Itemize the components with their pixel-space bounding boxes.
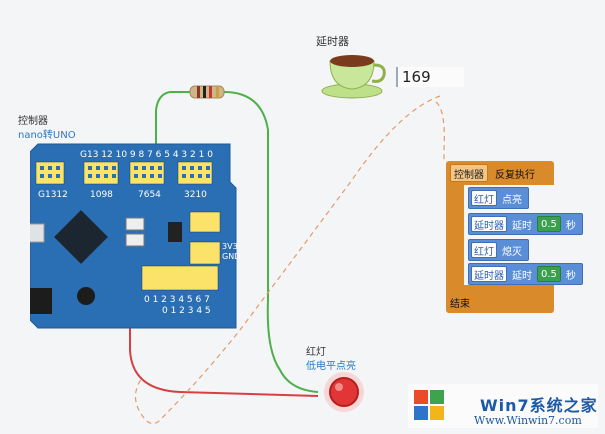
loop-end-label: 结束	[450, 299, 470, 310]
led-chip[interactable]: 红灯	[471, 242, 497, 258]
timer-chip[interactable]: 延时器	[471, 266, 507, 282]
watermark-url: Www.Winwin7.com	[474, 414, 582, 427]
delay-label: 延时	[512, 270, 532, 282]
controller-title: 控制器	[18, 116, 48, 127]
delay-unit: 秒	[565, 270, 576, 282]
delay-label: 延时	[512, 220, 532, 232]
led-on-label: 点亮	[502, 194, 522, 206]
repeat-label: 反复执行	[495, 169, 535, 181]
controller-board[interactable]	[30, 142, 242, 332]
controller-chip[interactable]: 控制器	[450, 164, 488, 182]
power-3v3-label: 3V3	[222, 242, 238, 251]
watermark-title: Win7系统之家	[480, 396, 598, 415]
block-led-off[interactable]: 红灯 熄灭	[468, 239, 529, 261]
delay-value-input[interactable]: 0.5	[537, 266, 561, 282]
block-delay-1[interactable]: 延时器 延时 0.5 秒	[468, 213, 583, 235]
block-delay-2[interactable]: 延时器 延时 0.5 秒	[468, 263, 583, 285]
pin-labels-group4: 3210	[184, 190, 207, 200]
analog-labels-bottom: 0 1 2 3 4 5	[162, 306, 211, 316]
pin-labels-group2: 1098	[90, 190, 113, 200]
power-gnd-label: GND	[222, 252, 241, 261]
delay-unit: 秒	[565, 220, 576, 232]
led-off-label: 熄灭	[502, 246, 522, 258]
analog-labels-top: 0 1 2 3 4 5 6 7	[144, 295, 210, 305]
red-led-icon[interactable]	[318, 366, 370, 418]
pin-labels-group1: G1312	[38, 190, 68, 200]
led-title: 红灯	[306, 347, 326, 358]
led-subtitle: 低电平点亮	[306, 361, 356, 372]
pin-labels-top: G13 12 10 9 8 7 6 5 4 3 2 1 0	[80, 150, 213, 160]
delay-value-input[interactable]: 0.5	[537, 216, 561, 232]
loop-block-header[interactable]: 控制器 反复执行	[450, 164, 538, 182]
program-block[interactable]: 控制器 反复执行 红灯 点亮 延时器 延时 0.5 秒 红灯 熄灭 延时器 延时…	[446, 161, 584, 313]
block-led-on[interactable]: 红灯 点亮	[468, 187, 529, 209]
timer-value: 169	[402, 68, 431, 86]
led-chip[interactable]: 红灯	[471, 190, 497, 206]
watermark-logo	[408, 384, 598, 428]
timer-title: 延时器	[316, 35, 349, 48]
board-graphic	[30, 143, 237, 329]
timer-display	[396, 67, 464, 87]
timer-chip[interactable]: 延时器	[471, 216, 507, 232]
pin-labels-group3: 7654	[138, 190, 161, 200]
controller-subtitle: nano转UNO	[18, 130, 76, 141]
teacup-icon[interactable]	[318, 51, 390, 101]
